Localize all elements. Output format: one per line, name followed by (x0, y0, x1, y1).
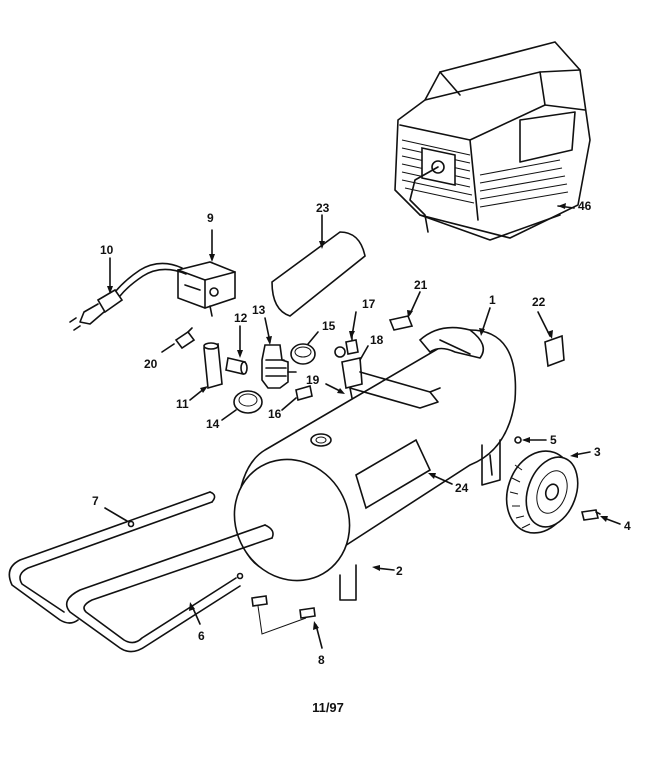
leader-8 (315, 624, 323, 649)
pipe-nipple-11 (203, 342, 223, 390)
callout-4: 4 (624, 519, 631, 533)
callout-11: 11 (176, 397, 189, 411)
callout-10: 10 (100, 243, 114, 257)
fitting-20 (174, 327, 196, 350)
callout-16: 16 (268, 407, 282, 421)
gauge-15 (290, 343, 316, 365)
decal-23 (271, 231, 366, 317)
bracket-21 (349, 315, 441, 409)
callout-23: 23 (316, 201, 330, 215)
callout-7: 7 (92, 494, 99, 508)
footer-date-code: 11/97 (312, 700, 344, 715)
callout-2: 2 (396, 564, 403, 578)
callout-20: 20 (144, 357, 158, 371)
wheel-3 (505, 450, 579, 534)
callout-14: 14 (206, 417, 220, 431)
callout-24: 24 (455, 481, 469, 495)
washer-5 (514, 436, 522, 444)
rubber-foot-8 (251, 595, 316, 635)
air-tank (233, 329, 517, 601)
leader-21 (409, 291, 421, 315)
leader-15 (307, 331, 319, 345)
callout-1: 1 (489, 293, 496, 307)
gauge-14 (233, 390, 263, 414)
leader-24 (431, 474, 453, 485)
axle-screw-4 (581, 509, 601, 521)
grip-pin-7 (127, 520, 135, 528)
callout-13: 13 (252, 303, 266, 317)
fitting-16 (295, 384, 313, 402)
callout-8: 8 (318, 653, 325, 667)
callout-18: 18 (370, 333, 384, 347)
check-valve-13 (261, 344, 297, 389)
label-22 (544, 334, 565, 368)
safety-valve-17 (334, 333, 359, 358)
handle-bracket-1 (418, 326, 485, 359)
leader-1 (481, 307, 491, 333)
callout-3: 3 (594, 445, 601, 459)
callout-46: 46 (578, 199, 592, 213)
pressure-switch (177, 261, 236, 317)
hardware-pin (236, 572, 244, 580)
leader-16 (281, 397, 297, 411)
callout-15: 15 (322, 319, 336, 333)
nipple-12 (225, 357, 248, 375)
callout-9: 9 (207, 211, 214, 225)
leader-7 (104, 507, 128, 522)
callout-19: 19 (306, 373, 320, 387)
decal-24 (355, 438, 432, 510)
callout-5: 5 (550, 433, 557, 447)
callout-22: 22 (532, 295, 546, 309)
leader-20 (161, 343, 175, 353)
callout-6: 6 (198, 629, 205, 643)
handle-tube-6 (8, 491, 274, 653)
manifold-18 (341, 357, 363, 399)
callout-17: 17 (362, 297, 376, 311)
callout-21: 21 (414, 278, 428, 292)
leader-14 (221, 409, 237, 421)
motor-shroud (394, 41, 591, 241)
leader-18 (359, 345, 369, 361)
callout-12: 12 (234, 311, 248, 325)
power-cord (69, 262, 187, 331)
